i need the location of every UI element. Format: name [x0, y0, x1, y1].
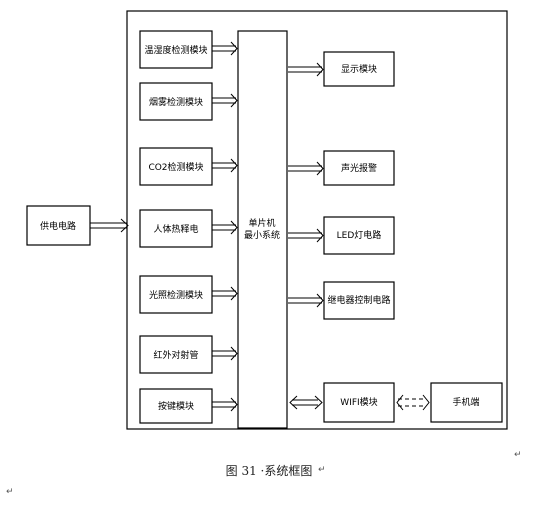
- arrow-light: [212, 286, 238, 301]
- mcu-block: 单片机 最小系统: [237, 30, 288, 429]
- mcu-label-line1: 单片机: [248, 217, 275, 229]
- smoke-label: 烟雾检测模块: [149, 96, 203, 108]
- temp-humidity-block: 温湿度检测模块: [139, 30, 213, 69]
- wifi-label: WIFI模块: [340, 396, 377, 408]
- paragraph-mark: ↵: [514, 450, 522, 460]
- smoke-block: 烟雾检测模块: [139, 82, 213, 121]
- relay-label: 继电器控制电路: [327, 294, 390, 306]
- arrow-keys: [212, 397, 238, 412]
- arrow-ir-tube: [212, 346, 238, 361]
- display-block: 显示模块: [323, 51, 395, 87]
- pir-label: 人体热释电: [153, 223, 198, 235]
- power-supply-label: 供电电路: [40, 220, 76, 232]
- pir-block: 人体热释电: [139, 209, 213, 248]
- keys-label: 按键模块: [158, 400, 194, 412]
- arrow-alarm: [288, 161, 324, 176]
- temp-humidity-label: 温湿度检测模块: [144, 44, 207, 56]
- alarm-label: 声光报警: [341, 162, 377, 174]
- display-label: 显示模块: [341, 63, 377, 75]
- arrow-led: [288, 228, 324, 243]
- wifi-block: WIFI模块: [323, 382, 395, 423]
- arrow-power-to-mcu: [90, 218, 129, 233]
- figure-caption: 图 31 ·系统框图: [225, 464, 313, 478]
- arrows-outputs: [288, 62, 324, 410]
- arrow-co2: [212, 158, 238, 173]
- led-block: LED灯电路: [323, 216, 395, 255]
- relay-block: 继电器控制电路: [323, 281, 395, 320]
- co2-label: CO2检测模块: [148, 161, 203, 173]
- arrow-mcu-wifi-bidirectional: [289, 395, 323, 410]
- ir-tube-block: 红外对射管: [139, 335, 213, 374]
- light-label: 光照检测模块: [149, 289, 203, 301]
- wifi-phone-wireless-link: [396, 394, 430, 411]
- light-block: 光照检测模块: [139, 275, 213, 314]
- arrows-inputs: [212, 41, 238, 412]
- system-frame: [126, 10, 508, 430]
- arrow-relay: [288, 293, 324, 308]
- led-label: LED灯电路: [337, 229, 382, 241]
- power-supply-block: 供电电路: [26, 205, 91, 246]
- arrow-display: [288, 62, 324, 77]
- paragraph-mark: ↵: [318, 465, 326, 475]
- co2-block: CO2检测模块: [139, 147, 213, 186]
- keys-block: 按键模块: [139, 388, 213, 424]
- mcu-label-line2: 最小系统: [244, 229, 280, 241]
- arrow-pir: [212, 220, 238, 235]
- alarm-block: 声光报警: [323, 150, 395, 186]
- phone-label: 手机端: [452, 396, 479, 408]
- phone-block: 手机端: [430, 382, 503, 423]
- ir-tube-label: 红外对射管: [153, 349, 198, 361]
- arrow-smoke: [212, 93, 238, 108]
- paragraph-mark: ↵: [6, 487, 14, 497]
- arrow-temp-humidity: [212, 41, 238, 56]
